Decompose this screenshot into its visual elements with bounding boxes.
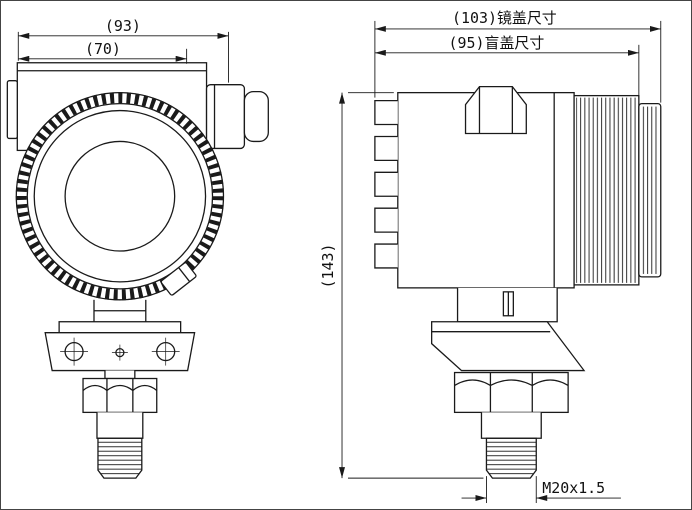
dim-label-lens-cover: (103)镜盖尺寸 (452, 9, 557, 27)
front-left-tab (6, 80, 18, 140)
dim-overall-height: (143) (319, 92, 484, 479)
dim-front-cap: (70) (18, 40, 188, 64)
hex-nut-front (82, 377, 158, 414)
dim-process-thread: M20x1.5 (461, 476, 621, 504)
front-cable-gland (205, 84, 269, 150)
front-collar (96, 412, 144, 439)
dim-label-front-overall: (93) (105, 17, 141, 35)
knurled-cover-side (573, 94, 640, 286)
side-view (374, 86, 662, 479)
dim-blind-cover: (95)盲盖尺寸 (374, 34, 640, 99)
front-neck (93, 299, 147, 322)
side-fins (374, 99, 398, 269)
dim-label-process-thread: M20x1.5 (542, 479, 605, 497)
front-view (6, 62, 269, 479)
lens-cover-ring (638, 102, 662, 278)
cover-lock-screw (160, 262, 197, 296)
dim-front-overall: (93) (17, 17, 229, 83)
top-conduit-boss (464, 86, 527, 135)
dim-label-overall-height: (143) (319, 243, 337, 288)
side-collar (480, 412, 542, 439)
dim-lens-cover: (103)镜盖尺寸 (374, 9, 662, 103)
thread-stud-front (97, 437, 143, 479)
dim-label-blind-cover: (95)盲盖尺寸 (449, 34, 545, 52)
hex-nut-side (453, 371, 569, 414)
dim-label-front-cap: (70) (85, 40, 121, 58)
side-set-screw (502, 291, 514, 317)
front-housing-face (15, 91, 225, 301)
mounting-bracket-side (431, 321, 586, 372)
knurled-ring (15, 92, 224, 301)
front-sub-neck (104, 370, 136, 380)
display-window (64, 140, 176, 252)
mounting-bracket-front (44, 321, 196, 372)
thread-stud-side (485, 437, 537, 479)
dimensions: (93) (70) (103)镜盖尺寸 (95)盲盖尺寸 (143) (17, 9, 662, 504)
